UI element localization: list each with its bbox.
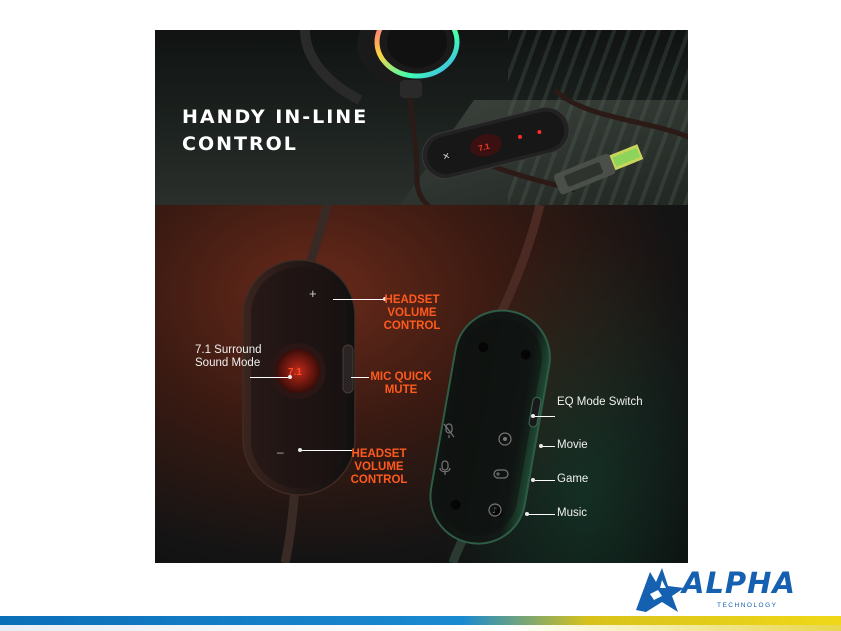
svg-text:7.1: 7.1 — [478, 142, 492, 154]
mic-off-icon — [442, 423, 456, 439]
svg-text:✕: ✕ — [441, 151, 451, 163]
surround-button-label: 7.1 — [288, 367, 302, 378]
footer-stripe — [0, 616, 841, 625]
mic-icon — [438, 460, 452, 476]
controller-scene — [242, 205, 551, 563]
eq-switch-annotation: EQ Mode Switch — [557, 396, 643, 408]
headset-scene: 7.1 ✕ — [300, 30, 688, 205]
brand-name: ALPHA — [682, 566, 796, 600]
svg-text:♪: ♪ — [492, 506, 497, 515]
top-panel: 7.1 ✕ HANDY IN-LINE CONTROL — [155, 30, 688, 205]
music-annotation: Music — [557, 507, 588, 519]
bottom-panel: + – 7.1 HEADSET VOLUME CONTROL 7.1 Surro… — [155, 205, 688, 563]
brand-tagline: TECHNOLOGY — [717, 602, 778, 609]
volume-down-symbol: – — [277, 445, 284, 459]
headline-line-2: CONTROL — [182, 133, 298, 155]
game-mode-icon — [493, 467, 509, 481]
headline-line-1: HANDY IN-LINE — [182, 106, 369, 128]
volume-up-annotation: HEADSET VOLUME CONTROL — [383, 294, 441, 332]
product-photo: 7.1 ✕ HANDY IN-LINE CONTROL — [155, 30, 688, 563]
mic-mute-annotation: MIC QUICK MUTE — [370, 371, 432, 396]
volume-up-symbol: + — [309, 286, 317, 301]
footer-stripe-thin — [0, 625, 841, 631]
movie-mode-icon — [497, 431, 513, 447]
headline: HANDY IN-LINE CONTROL — [182, 104, 368, 158]
wolf-logo-icon — [632, 566, 688, 614]
volume-down-annotation: HEADSET VOLUME CONTROL — [350, 448, 408, 486]
game-annotation: Game — [557, 473, 589, 485]
brand-logo: ALPHA TECHNOLOGY — [632, 566, 832, 616]
movie-annotation: Movie — [557, 439, 588, 451]
surround-annotation: 7.1 Surround Sound Mode — [195, 344, 262, 369]
music-mode-icon: ♪ — [487, 502, 503, 518]
